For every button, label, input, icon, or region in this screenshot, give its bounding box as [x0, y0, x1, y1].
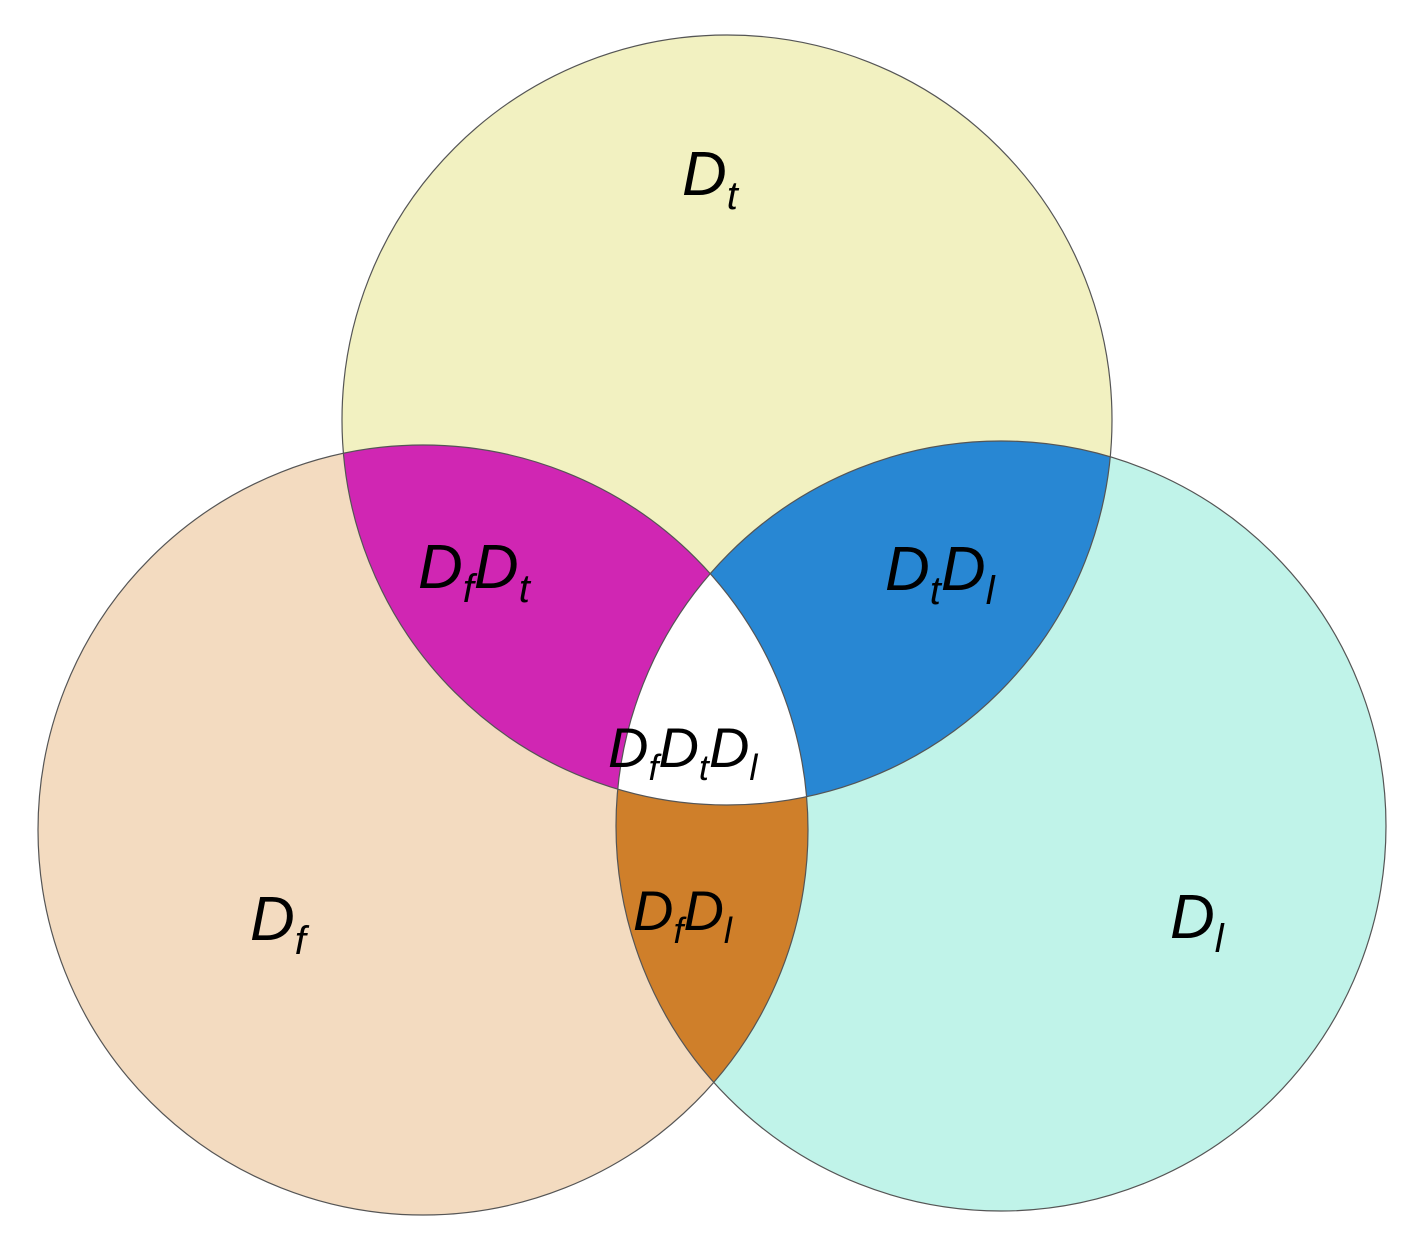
circle-top-outline: [341, 34, 1113, 806]
label-top-right: DtDl: [885, 535, 996, 613]
region-left-top: [342, 445, 808, 805]
label-top: Dt: [682, 140, 740, 218]
label-all: DfDtDl: [608, 716, 758, 788]
region-top-right: [616, 441, 1112, 805]
label-left-top: DfDt: [418, 533, 532, 611]
circle-left-outline: [37, 444, 809, 1216]
label-right: Dl: [1170, 883, 1225, 961]
circle-right-outline: [615, 440, 1387, 1212]
label-left-right: DfDl: [633, 879, 733, 951]
